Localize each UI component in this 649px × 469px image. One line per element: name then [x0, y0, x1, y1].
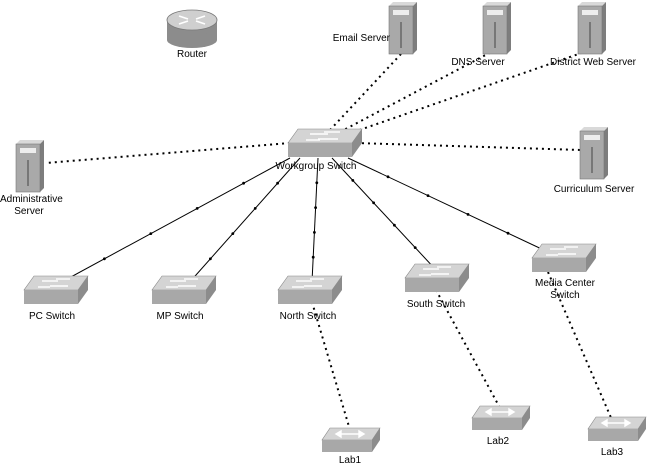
link-marker: [351, 179, 355, 182]
link-marker: [386, 175, 390, 179]
devices-layer: [15, 2, 647, 452]
district-web-server-label: District Web Server: [550, 57, 636, 68]
link-marker: [276, 181, 279, 185]
link-workgroup-switch-to-mp-switch: [187, 157, 301, 285]
link-marker: [242, 181, 246, 185]
link-south-switch-to-lab2: [435, 289, 501, 409]
email-server-icon: [388, 2, 417, 55]
administrative-label-line1: Administrative: [0, 194, 63, 205]
link-marker: [413, 246, 417, 250]
links-layer: [45, 38, 613, 431]
mp-switch-label: MP Switch: [156, 311, 204, 322]
link-marker: [393, 223, 396, 227]
link-workgroup-switch-to-south-switch: [331, 157, 437, 271]
link-marker: [313, 231, 316, 234]
lab1-label: Lab1: [338, 455, 362, 466]
administrative-server-label: Administrative Server: [0, 194, 63, 218]
media-center-switch-icon: [531, 243, 597, 272]
link-marker: [372, 201, 375, 205]
link-marker: [195, 207, 199, 210]
link-marker: [315, 181, 319, 185]
lab3-hub-icon: [587, 416, 647, 441]
link-workgroup-switch-to-email-server: [329, 53, 402, 131]
link-workgroup-switch-to-pc-switch: [57, 157, 291, 285]
link-north-switch-to-lab1: [311, 301, 351, 431]
pc-switch-icon: [23, 275, 89, 304]
lab3-label: Lab3: [600, 447, 624, 458]
curriculum-server-icon: [579, 127, 608, 180]
media-center-label-line1: Media Center: [534, 278, 596, 289]
link-marker: [231, 232, 235, 236]
district-web-server-icon: [577, 2, 606, 55]
link-marker: [103, 257, 106, 261]
email-server-label: Email Server: [332, 33, 390, 44]
media-center-switch-label: Media Center Switch: [522, 278, 608, 302]
lab2-hub-icon: [471, 405, 531, 430]
south-switch-icon: [404, 263, 470, 292]
link-marker: [426, 194, 430, 198]
mp-switch-icon: [151, 275, 217, 304]
workgroup-switch-label: Workgroup Switch: [275, 161, 357, 172]
pc-switch-label: PC Switch: [28, 311, 76, 322]
dns-server-label: DNS Server: [451, 57, 505, 68]
north-switch-label: North Switch: [279, 311, 337, 322]
workgroup-switch-icon: [287, 128, 363, 157]
administrative-label-line2: Server: [14, 206, 44, 217]
router-icon: [166, 9, 218, 48]
router-label: Router: [176, 49, 207, 60]
south-switch-label: South Switch: [406, 299, 466, 310]
lab2-label: Lab2: [486, 436, 510, 447]
link-marker: [253, 207, 257, 210]
link-workgroup-switch-to-curriculum-server: [355, 142, 581, 151]
link-marker: [466, 213, 470, 216]
link-marker: [314, 206, 317, 210]
north-switch-icon: [277, 275, 343, 304]
media-center-label-line2: Switch: [550, 290, 580, 301]
link-marker: [506, 231, 510, 235]
link-workgroup-switch-to-media-center-switch: [347, 157, 549, 253]
link-marker: [209, 257, 212, 261]
link-marker: [149, 232, 153, 236]
link-workgroup-switch-to-administrative-server: [45, 142, 291, 164]
link-workgroup-switch-to-district-web-server: [347, 49, 591, 135]
link-workgroup-switch-to-north-switch: [311, 157, 319, 283]
dns-server-icon: [482, 2, 511, 55]
curriculum-server-label: Curriculum Server: [553, 184, 635, 195]
lab1-hub-icon: [321, 427, 381, 452]
administrative-server-icon: [15, 140, 44, 193]
link-marker: [311, 255, 315, 259]
